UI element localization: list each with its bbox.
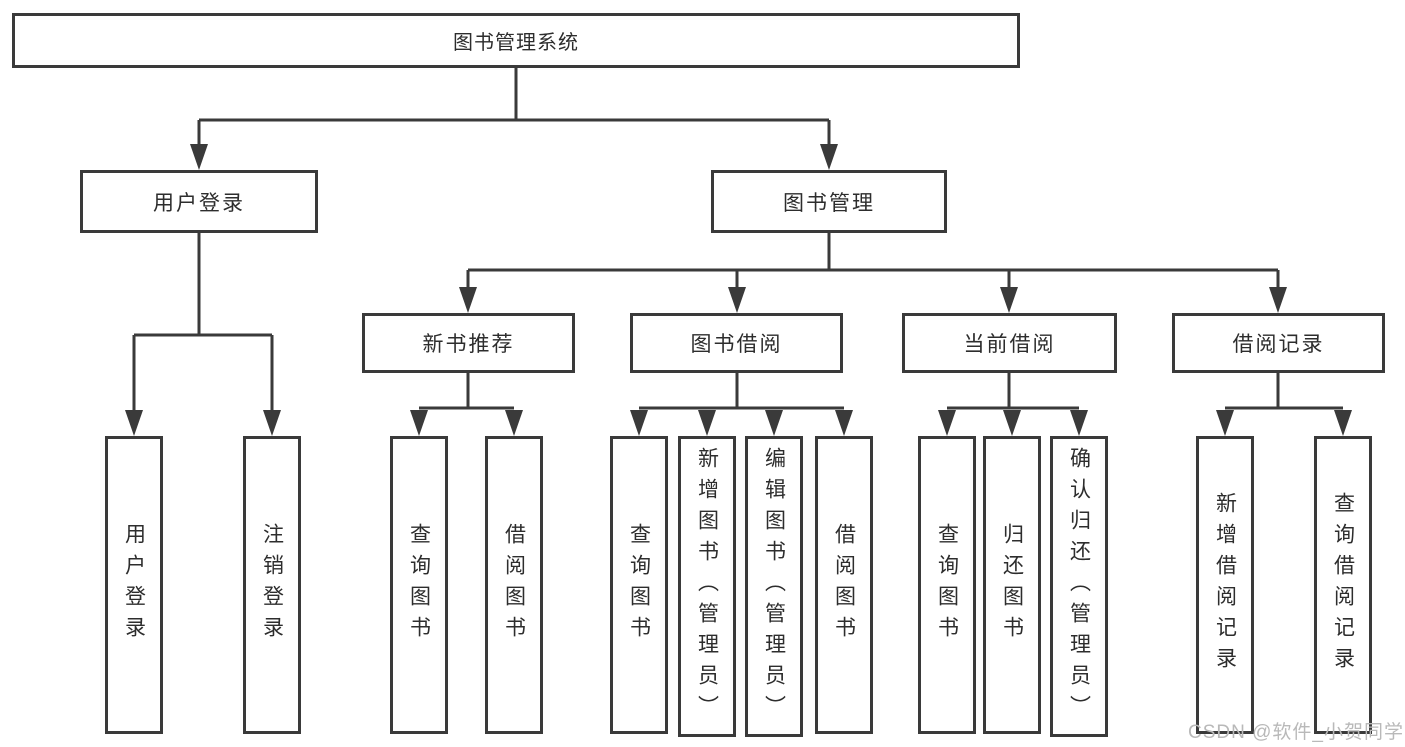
leaf-borrow-books-1: 借阅图书 [485,436,543,734]
leaf-label: 归还图书 [1000,523,1024,647]
node-borrowing-records: 借阅记录 [1172,313,1385,373]
connector-current-borrowing-to-children [938,373,1088,436]
leaf-label: 用户登录 [122,523,146,647]
node-label: 图书借阅 [690,333,783,356]
node-library-management-system: 图书管理系统 [12,13,1020,68]
leaf-borrow-books-2: 借阅图书 [815,436,873,734]
node-label: 用户登录 [153,191,245,215]
leaf-logout: 注销登录 [243,436,301,734]
leaf-return-books: 归还图书 [983,436,1041,734]
connector-root-to-level1 [190,68,838,170]
watermark: CSDN @软件_小贺同学 [1188,722,1404,743]
leaf-add-borrow-record: 新增借阅记录 [1196,436,1254,734]
leaf-search-books-3: 查询图书 [918,436,976,734]
leaf-edit-books-admin: 编辑图书（管理员） [745,436,803,737]
leaf-label: 查询图书 [627,523,651,647]
node-label: 图书管理系统 [453,32,579,54]
connector-book-borrowing-to-children [630,373,853,436]
leaf-label: 查询图书 [935,523,959,647]
node-label: 当前借阅 [963,333,1056,356]
leaf-add-books-admin: 新增图书（管理员） [678,436,736,737]
leaf-search-borrow-record: 查询借阅记录 [1314,436,1372,734]
leaf-search-books-1: 查询图书 [390,436,448,734]
node-label: 新书推荐 [422,333,515,356]
node-user-login: 用户登录 [80,170,318,233]
leaf-label: 借阅图书 [502,523,526,647]
leaf-search-books-2: 查询图书 [610,436,668,734]
leaf-label: 借阅图书 [832,523,856,647]
node-book-borrowing: 图书借阅 [630,313,843,373]
leaf-confirm-return-admin: 确认归还（管理员） [1050,436,1108,737]
node-new-book-recommendation: 新书推荐 [362,313,575,373]
leaf-user-login: 用户登录 [105,436,163,734]
leaf-label: 注销登录 [260,523,284,647]
leaf-label: 编辑图书（管理员） [762,447,786,726]
leaf-label: 查询借阅记录 [1331,492,1355,678]
leaf-label: 确认归还（管理员） [1067,447,1091,726]
leaf-label: 新增借阅记录 [1213,492,1237,678]
connector-new-book-recommendation-to-children [410,373,523,436]
connector-user-login-to-children [125,233,281,436]
connector-book-management-to-level2 [459,233,1287,313]
node-book-management: 图书管理 [711,170,947,233]
leaf-label: 新增图书（管理员） [695,447,719,726]
connector-borrowing-records-to-children [1216,373,1352,436]
node-label: 借阅记录 [1232,333,1325,356]
node-current-borrowing: 当前借阅 [902,313,1117,373]
node-label: 图书管理 [783,191,875,215]
leaf-label: 查询图书 [407,523,431,647]
